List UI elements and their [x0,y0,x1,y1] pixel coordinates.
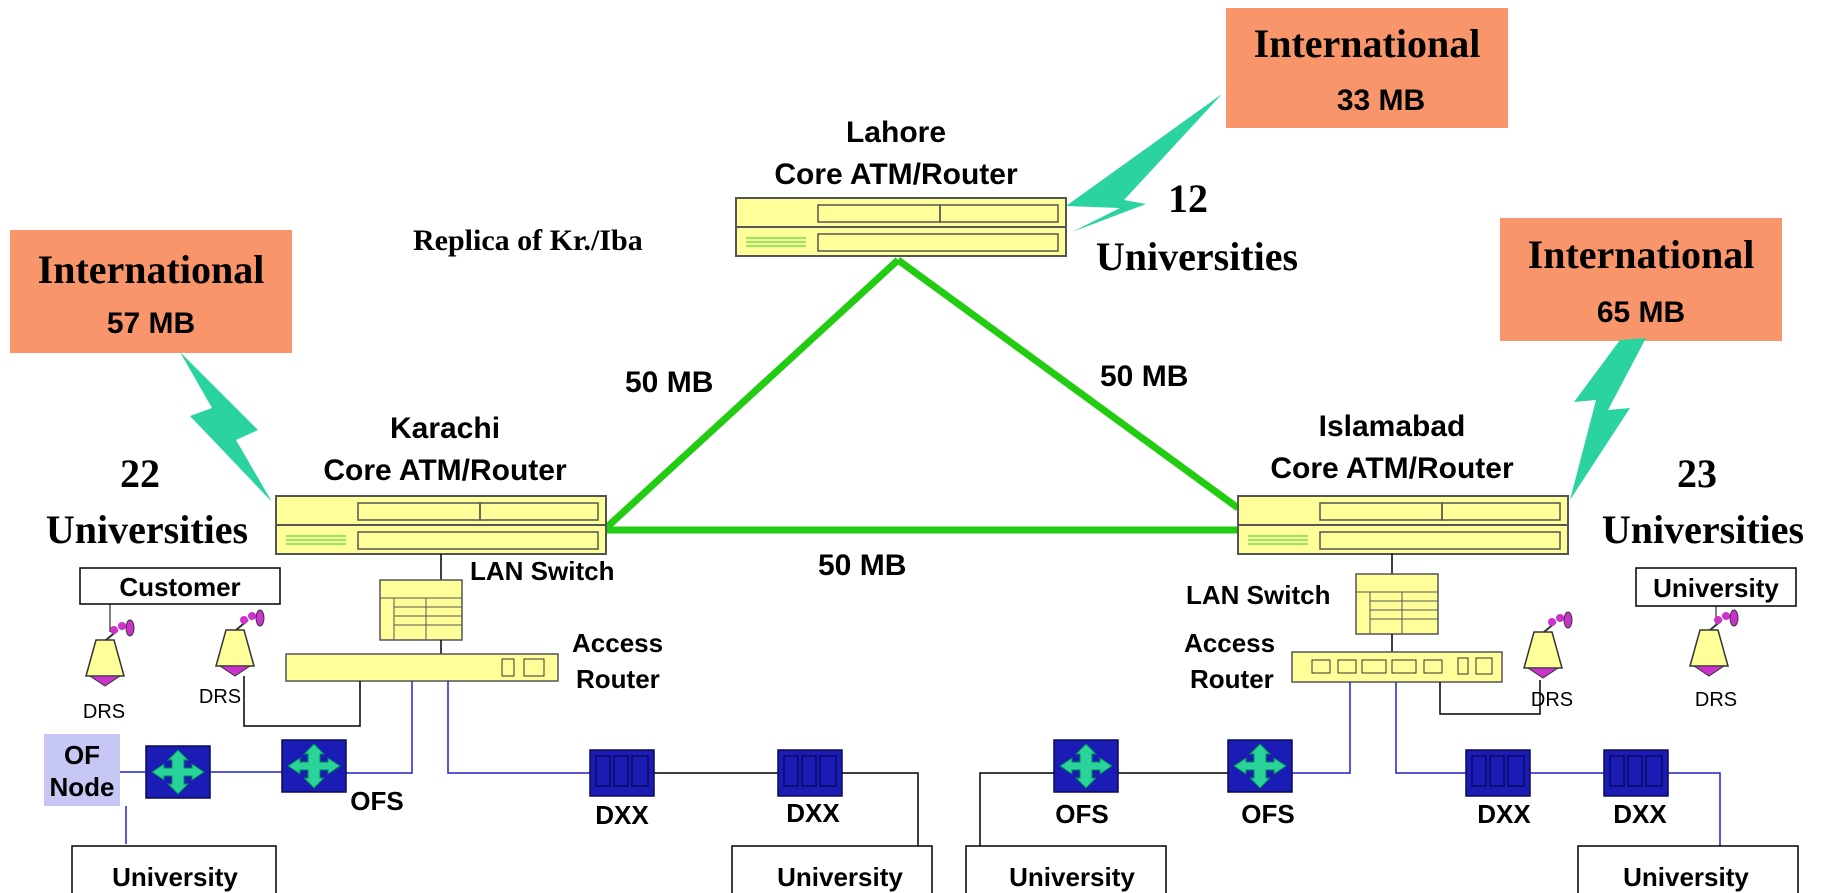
university-label: University [112,862,238,892]
karachi-university-count: 22 [120,451,160,496]
ofs-label: OFS [1055,799,1108,829]
lahore-universities-label: Universities [1096,234,1298,279]
islamabad-university-box-top: University [1635,567,1797,607]
islamabad-universities-label: Universities [1602,507,1804,552]
lightning-icon [180,352,272,502]
dxx-label: DXX [1477,799,1531,829]
ofs-label: OFS [1241,799,1294,829]
lahore-replica-note: Replica of Kr./Iba [413,224,643,257]
international-box-lahore: International 33 MB [1226,8,1508,128]
dxx-icon [589,749,655,797]
link-karachi-lahore [603,257,901,531]
karachi-router-label: Router [576,664,660,694]
islamabad-role-label: Core ATM/Router [1270,452,1514,485]
svg-text:OF: OF [64,740,100,770]
dxx-label: DXX [1613,799,1667,829]
lightning-icon [1066,94,1222,232]
university-label: University [1653,573,1779,603]
lahore-university-count: 12 [1168,176,1208,221]
university-box: University [731,845,933,893]
drs-antenna-icon [215,609,265,677]
drs-label: DRS [199,686,241,708]
university-box: University [1577,845,1799,893]
ofs-icon [145,745,211,799]
islamabad-core-router [1237,495,1569,555]
drs-antenna-icon [1689,609,1739,677]
ofs-icon [1053,739,1119,793]
university-label: University [1009,862,1135,892]
dxx-icon [1603,749,1669,797]
karachi-access-label: Access [572,628,663,658]
customer-label: Customer [119,572,240,602]
drs-antenna-icon [1523,611,1573,679]
islamabad-university-count: 23 [1677,451,1717,496]
drs-label: DRS [83,701,125,723]
international-label: International [38,247,265,292]
international-label: International [1254,21,1481,66]
international-box-islamabad: International 65 MB [1500,218,1782,341]
karachi-access-router [285,653,559,682]
lahore-role-label: Core ATM/Router [774,158,1018,191]
karachi-city-label: Karachi [390,412,500,445]
dxx-icon [777,749,843,797]
dxx-label: DXX [786,798,840,828]
university-label: University [1623,862,1749,892]
international-bandwidth: 33 MB [1337,84,1425,117]
of-node-label: OF Node [44,734,120,806]
svg-text:Node: Node [50,772,115,802]
international-box-karachi: International 57 MB [10,230,292,353]
university-label: University [777,862,903,892]
karachi-universities-label: Universities [46,507,248,552]
university-box: University [965,845,1167,893]
islamabad-lan-switch-label: LAN Switch [1186,580,1330,610]
drs-label: DRS [1695,689,1737,711]
karachi-lan-switch [379,579,463,641]
dxx-label: DXX [595,800,649,830]
link-lahore-islamabad [895,257,1241,511]
international-bandwidth: 65 MB [1597,296,1685,329]
international-label: International [1528,232,1755,277]
lahore-core-router [735,197,1067,257]
link-bandwidth-label: 50 MB [1100,360,1188,393]
islamabad-router-label: Router [1190,664,1274,694]
karachi-customer-box: Customer [79,567,281,605]
islamabad-city-label: Islamabad [1319,410,1466,443]
link-bandwidth-label: 50 MB [625,366,713,399]
karachi-lan-switch-label: LAN Switch [470,556,614,586]
drs-label: DRS [1531,689,1573,711]
karachi-core-router [275,495,607,555]
lightning-icon [1570,338,1646,500]
islamabad-access-router [1291,651,1503,683]
international-bandwidth: 57 MB [107,307,195,340]
islamabad-lan-switch [1355,573,1439,635]
ofs-icon [281,739,347,793]
karachi-role-label: Core ATM/Router [323,454,567,487]
lahore-city-label: Lahore [846,116,946,149]
dxx-icon [1465,749,1531,797]
islamabad-access-label: Access [1184,628,1275,658]
link-bandwidth-label: 50 MB [818,549,906,582]
ofs-icon [1227,739,1293,793]
ofs-label: OFS [350,786,403,816]
university-box: University [71,845,277,893]
